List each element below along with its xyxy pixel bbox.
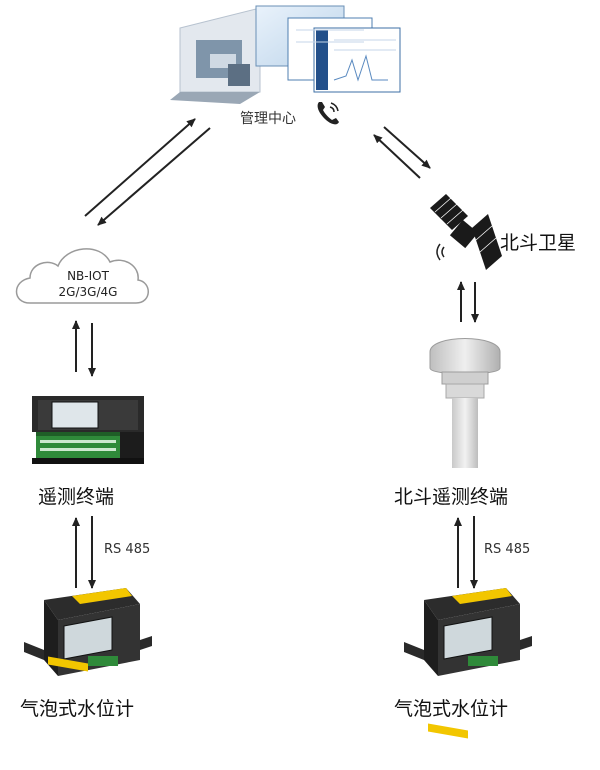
rtu-left-label: 遥测终端 (38, 486, 115, 508)
rtu-right-label: 北斗遥测终端 (394, 486, 509, 508)
sensor-left-device (24, 588, 152, 676)
cloud-shape (15, 248, 149, 304)
cloud-line-1: NB-IOT (67, 269, 109, 283)
sensor-right-device (404, 588, 532, 739)
rtu-left-device (32, 396, 144, 464)
arrow-center-to-cloud (97, 127, 211, 226)
beidou-antenna (429, 338, 501, 468)
satellite-icon (430, 194, 502, 270)
control-center-label: 管理中心 (240, 111, 296, 127)
rs485-left-label: RS 485 (104, 542, 151, 557)
arrow-center-to-satellite (383, 126, 431, 169)
sensor-left-label: 气泡式水位计 (20, 698, 135, 720)
cloud-line-2: 2G/3G/4G (58, 285, 118, 299)
monitor-screens (255, 5, 401, 93)
sensor-right-label: 气泡式水位计 (394, 698, 509, 720)
rs485-right-label: RS 485 (484, 542, 531, 557)
phone-icon (317, 102, 339, 125)
arrow-cloud-to-center (84, 118, 196, 217)
cloud-label: NB-IOT 2G/3G/4G (40, 268, 136, 300)
arrow-satellite-to-center (373, 134, 421, 179)
satellite-label: 北斗卫星 (500, 232, 577, 254)
control-center-illustration (170, 5, 401, 104)
